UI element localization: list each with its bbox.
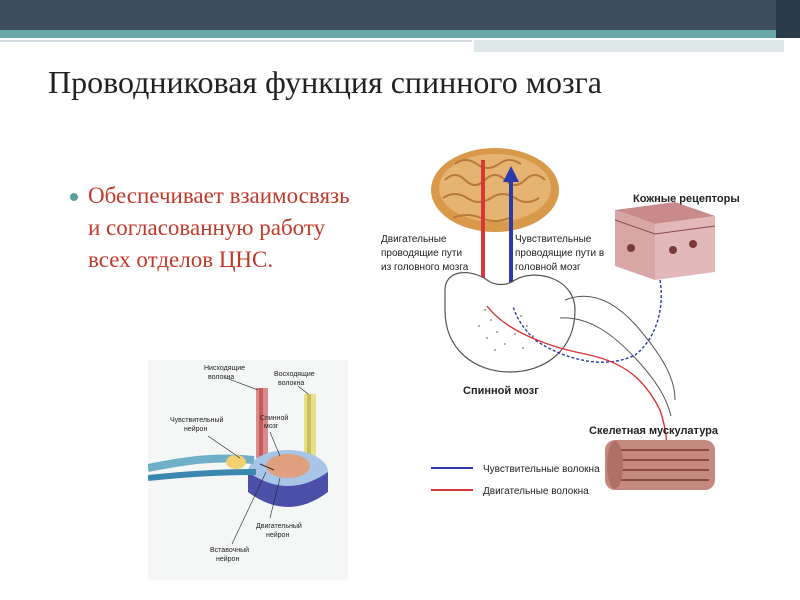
bullet-list: Обеспечивает взаимосвязь и согласованную… [66,180,366,276]
bullet-item: Обеспечивает взаимосвязь и согласованную… [66,180,366,276]
label-sensory-paths: Чувствительные [515,234,592,245]
bullet-icon [70,193,78,201]
label-spinal-cord: Спинной [260,414,288,422]
label-spinal-cord: Спинной мозг [463,385,539,397]
label-descending-fibers-2: волокна [208,374,234,381]
label-motor-neuron-2: нейрон [266,531,289,539]
label-descending-fibers: Нисходящие [204,365,245,372]
conduction-pathways-figure: Двигательные проводящие пути из головног… [381,148,740,497]
label-interneuron-2: нейрон [216,555,239,563]
label-ascending-fibers: Восходящие [274,371,315,378]
label-spinal-cord-2: мозг [264,423,279,430]
top-bar-corner [776,0,800,38]
legend-motor-label: Двигательные волокна [483,486,589,497]
legend-sensory-label: Чувствительные волокна [483,464,600,475]
label-sensory-neuron: Чувствительный [170,416,224,424]
label-motor-paths-2: проводящие пути [381,248,462,259]
label-motor-paths-3: из головного мозга [381,262,469,273]
sensory-fiber [512,279,662,363]
legend: Чувствительные волокна Двигательные воло… [431,464,600,497]
title-rule-right [474,40,784,52]
top-bar [0,0,800,30]
brain-illustration [431,148,559,232]
spinal-cord-section-figure: Нисходящие волокна Восходящие волокна Чу… [148,360,348,580]
label-skin-receptors: Кожные рецепторы [633,193,740,205]
title-rule [0,40,472,42]
label-skeletal-muscle: Скелетная мускулатура [589,425,719,437]
label-ascending-fibers-2: волокна [278,380,304,387]
label-motor-neuron: Двигательный [256,522,302,530]
label-motor-paths: Двигательные [381,234,447,245]
label-sensory-paths-2: проводящие пути в [515,248,604,259]
spinal-cord-outline [444,272,576,373]
skin-receptors-illustration [614,202,716,280]
label-sensory-paths-3: головной мозг [515,262,581,273]
bullet-text: Обеспечивает взаимосвязь и согласованную… [88,183,350,272]
top-bar-accent [0,30,800,38]
label-sensory-neuron-2: нейрон [184,425,207,433]
slide-title: Проводниковая функция спинного мозга [48,64,602,100]
motor-fiber [486,305,668,451]
skeletal-muscle-illustration [605,440,715,490]
label-interneuron: Вставочный [210,546,249,554]
